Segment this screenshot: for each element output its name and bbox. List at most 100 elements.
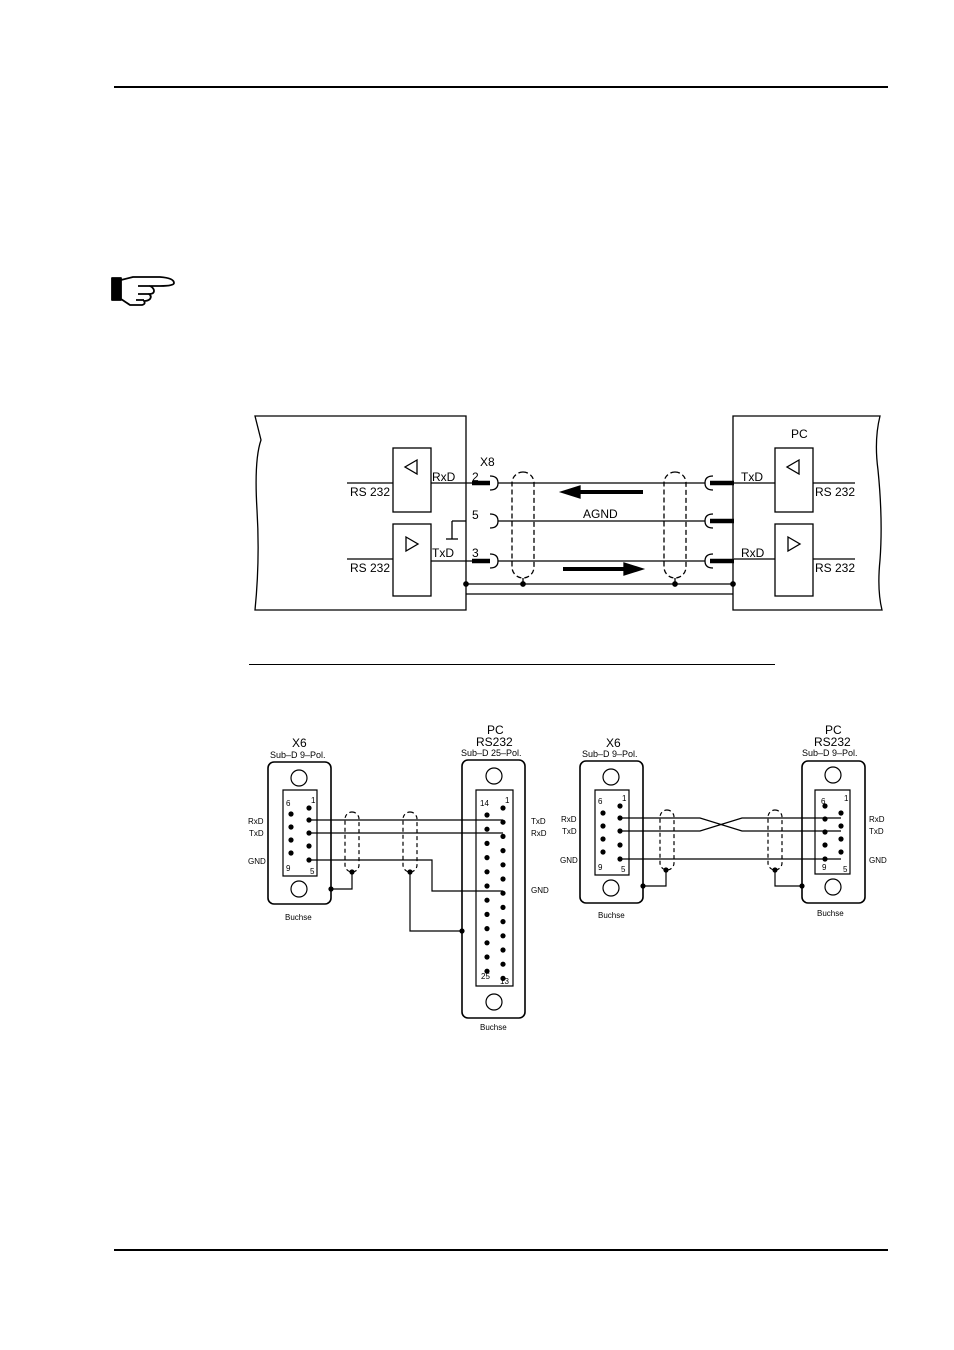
connector-pin — [500, 876, 506, 882]
pin-label: 25 — [481, 972, 490, 981]
pc-rs232-label: RS 232 — [815, 485, 855, 499]
connector-pin — [484, 840, 490, 847]
x6-subtitle: Sub–D 9–Pol. — [582, 749, 638, 759]
buchse-label: Buchse — [598, 911, 625, 920]
connector-pin — [500, 833, 506, 840]
pin-label: 5 — [310, 867, 315, 876]
connector-pin — [484, 869, 490, 875]
pin-label: 6 — [821, 797, 826, 806]
servo-rxd-label: RxD — [432, 470, 456, 484]
servo-rs232-label: RS 232 — [350, 561, 390, 575]
cable-9-to-25-labels: X6 Sub–D 9–Pol. 6 1 9 5 RxD TxD GND Buch… — [248, 723, 549, 1032]
pc-connector-type: Sub–D 9–Pol. — [802, 748, 858, 758]
footer-rule — [114, 1249, 888, 1251]
pin-label: 5 — [621, 865, 626, 874]
connector-pin — [500, 862, 506, 868]
rxd-label: RxD — [561, 815, 577, 824]
connector-pin — [484, 954, 490, 960]
pin-label: 1 — [844, 794, 849, 803]
pin-label: 1 — [505, 796, 510, 805]
pin-label: 5 — [843, 865, 848, 874]
pc-9pin-connector — [801, 760, 866, 904]
connector-pin — [500, 947, 506, 953]
pin-label: 1 — [622, 794, 627, 803]
pc-box — [732, 415, 883, 611]
buchse-label: Buchse — [817, 909, 844, 918]
connector-pin — [484, 883, 490, 889]
connector-pin — [500, 933, 506, 939]
pc-rxd-label: RxD — [531, 829, 547, 838]
pin-label: 14 — [480, 799, 489, 808]
txd-label: TxD — [562, 827, 577, 836]
pin-5-label: 5 — [472, 508, 479, 522]
servo-receiver-block — [392, 447, 432, 513]
pin-label: 6 — [286, 799, 291, 808]
pin-label: 13 — [500, 977, 509, 986]
agnd-label: AGND — [583, 507, 618, 521]
pc-rxd-label: RxD — [741, 546, 765, 560]
x6-title: X6 — [606, 736, 621, 750]
pc-subtitle: RS232 — [814, 735, 851, 749]
servo-driver-block — [392, 523, 432, 597]
pc-txd-label: TxD — [741, 470, 763, 484]
pc-driver-block — [774, 447, 814, 513]
pc-subtitle: RS232 — [476, 735, 513, 749]
x6-connector-right — [579, 760, 644, 904]
buchse-label: Buchse — [285, 913, 312, 922]
connector-pin — [500, 975, 506, 982]
pc-txd-label: TxD — [531, 817, 546, 826]
buchse-label: Buchse — [480, 1023, 507, 1032]
connector-pin — [500, 961, 506, 967]
pin-3-label: 3 — [472, 546, 479, 560]
pc-receiver-block — [774, 523, 814, 597]
connector-pin — [484, 812, 490, 818]
cable-9-to-9-diagram — [579, 760, 866, 904]
servo-rs232-label: RS 232 — [350, 485, 390, 499]
pc-connector-type: Sub–D 25–Pol. — [461, 748, 522, 758]
connector-pin — [500, 919, 506, 925]
connector-pin — [484, 855, 490, 861]
section-divider — [249, 664, 775, 665]
txd-label: TxD — [249, 829, 264, 838]
gnd-label: GND — [248, 857, 266, 866]
pc-title: PC — [825, 723, 842, 737]
pc-title: PC — [487, 723, 504, 737]
servo-amplifier-box — [254, 415, 467, 611]
pc-title: PC — [791, 427, 808, 441]
cable-9-to-9-labels: X6 Sub–D 9–Pol. 6 1 9 5 RxD TxD GND Buch… — [560, 723, 887, 920]
connector-pin — [500, 805, 506, 811]
connector-x8-label: X8 — [480, 455, 495, 469]
header-rule — [114, 86, 888, 88]
pin-label: 9 — [598, 863, 603, 872]
servo-txd-label: TxD — [432, 546, 454, 560]
connector-pin — [484, 926, 490, 932]
pin-label: 9 — [286, 864, 291, 873]
pc-gnd-label: GND — [869, 856, 887, 865]
pointing-hand-icon — [111, 276, 175, 306]
connector-pin — [500, 904, 506, 911]
connector-pin — [484, 897, 490, 903]
serial-wiring-labels: X8 2 5 3 RxD TxD RS 232 RS 232 AGND PC T… — [350, 427, 855, 575]
connector-pin — [500, 819, 506, 825]
pc-gnd-label: GND — [531, 886, 549, 895]
connector-pin — [484, 968, 490, 974]
pc-25pin-connector — [461, 759, 526, 1019]
connector-pin — [484, 940, 490, 946]
pin-2-label: 2 — [472, 470, 479, 484]
pc-rs232-label: RS 232 — [815, 561, 855, 575]
rxd-label: RxD — [248, 817, 264, 826]
gnd-label: GND — [560, 856, 578, 865]
connector-pin — [484, 911, 490, 918]
connector-pin — [500, 848, 506, 854]
x6-subtitle: Sub–D 9–Pol. — [270, 750, 326, 760]
pin-label: 9 — [822, 863, 827, 872]
cable-9-to-25-diagram — [267, 759, 526, 1019]
connector-pin — [484, 826, 490, 832]
x6-title: X6 — [292, 736, 307, 750]
pin-label: 6 — [598, 797, 603, 806]
connector-pin — [500, 890, 506, 896]
pc-rxd-label: RxD — [869, 815, 885, 824]
serial-wiring-diagram — [254, 415, 883, 611]
pc-txd-label: TxD — [869, 827, 884, 836]
